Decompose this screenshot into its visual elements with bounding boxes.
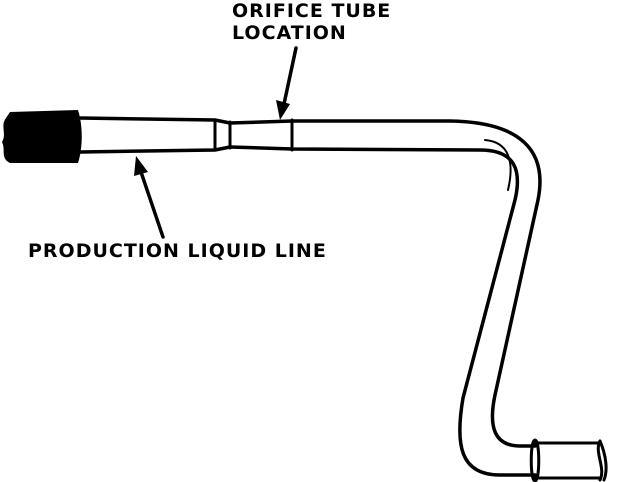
tube-highlight	[484, 139, 512, 191]
end-fitting-mouth	[596, 439, 608, 482]
tube-outline-upper	[78, 116, 542, 448]
production-leader-line	[139, 170, 165, 239]
orifice-tube-location-label: ORIFICE TUBE LOCATION	[232, 0, 391, 44]
orifice-leader-line	[282, 46, 298, 106]
hose-end	[2, 110, 82, 163]
orifice-label-line-1: ORIFICE TUBE	[232, 0, 392, 22]
orifice-label-line-2: LOCATION	[232, 22, 347, 44]
production-arrowhead	[134, 156, 148, 176]
tube-outline-lower	[78, 145, 537, 477]
end-fitting-flange	[529, 438, 541, 482]
orifice-arrowhead	[276, 100, 290, 120]
production-liquid-line-label: PRODUCTION LIQUID LINE	[28, 240, 327, 262]
